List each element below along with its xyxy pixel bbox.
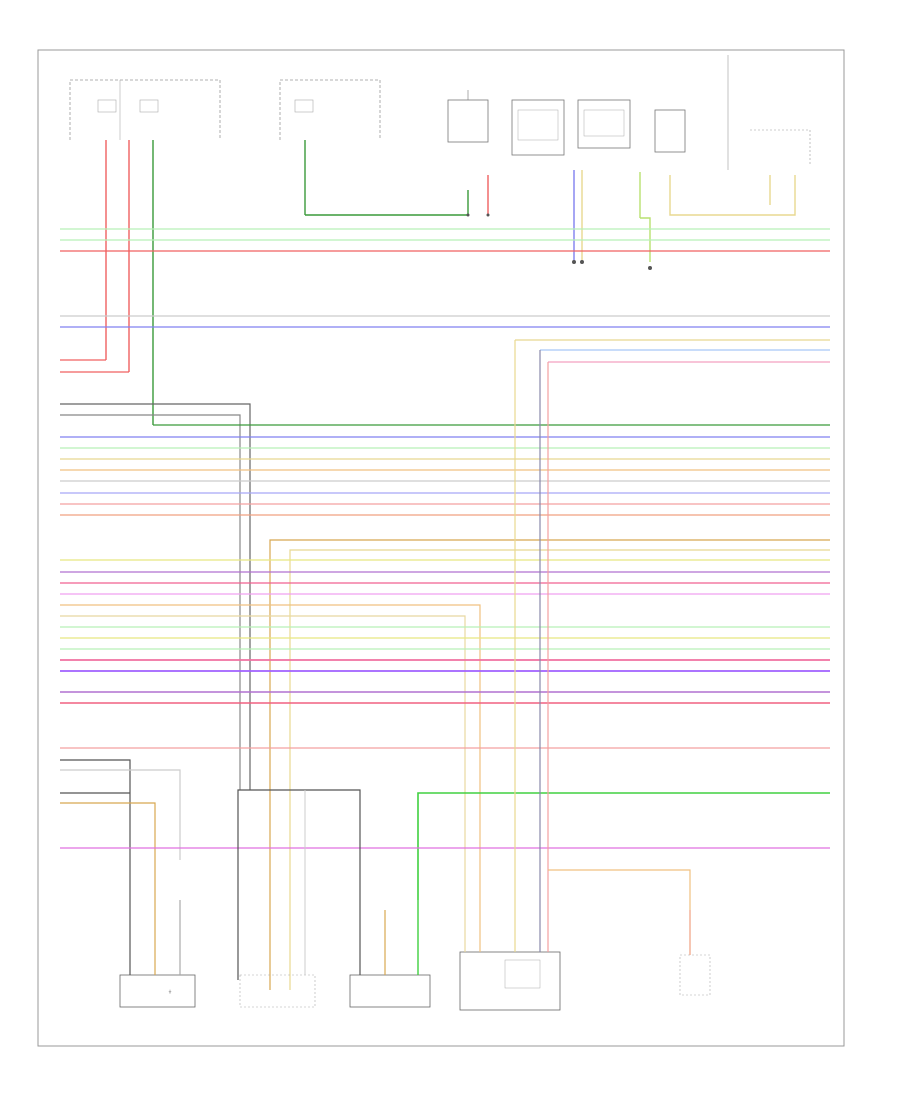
top-component-1 <box>447 90 489 143</box>
top-component-3 <box>577 99 631 149</box>
svg-text:⏚: ⏚ <box>168 988 172 994</box>
right-component <box>727 55 811 170</box>
top-component-4 <box>654 109 686 153</box>
fuse-box-1 <box>69 79 221 140</box>
bottom-right-sensor <box>679 910 711 996</box>
bottom-sensor-2 <box>239 790 316 1008</box>
control-module <box>459 900 561 1011</box>
fuse-box-2 <box>279 79 381 140</box>
splice-points <box>466 213 652 270</box>
horizontal-bus-wires <box>60 228 830 990</box>
diagram-border <box>37 49 845 1047</box>
top-component-2 <box>511 99 565 156</box>
bottom-sensor-3 <box>349 900 431 1008</box>
top-vertical-wires <box>105 140 796 425</box>
bottom-sensor-1: ⏚ <box>119 900 196 1008</box>
